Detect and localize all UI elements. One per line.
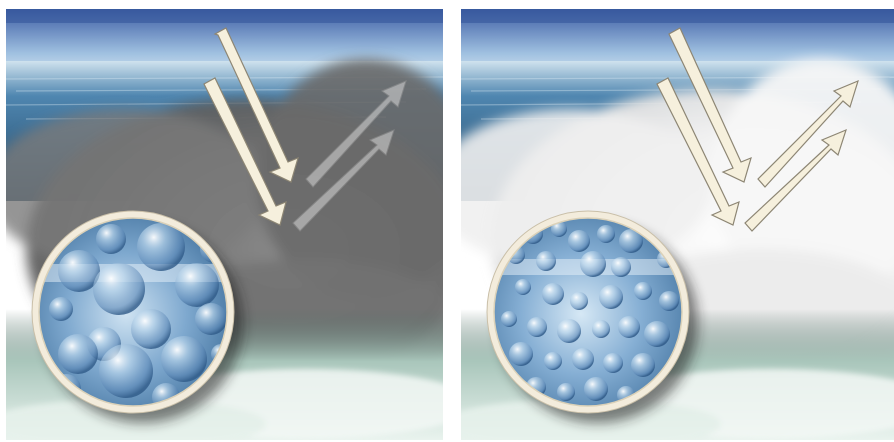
incoming-arrow-1	[668, 27, 752, 183]
panel-right	[461, 9, 894, 440]
incoming-arrows	[656, 27, 752, 226]
incoming-arrow-2	[656, 77, 740, 226]
incoming-arrows	[203, 27, 299, 226]
scene-right	[461, 9, 894, 440]
panel-left	[6, 9, 443, 440]
reflected-arrow-1	[757, 79, 859, 188]
reflected-arrow-2	[292, 129, 395, 232]
scene-left	[6, 9, 443, 440]
droplet-magnifier	[486, 210, 698, 423]
large-droplets	[49, 223, 227, 406]
incoming-arrow-1	[213, 27, 299, 183]
reflected-arrows	[744, 79, 859, 232]
incoming-arrow-2	[203, 77, 287, 226]
reflected-arrow-2	[744, 128, 847, 232]
reflected-arrows	[292, 80, 407, 232]
reflected-arrow-1	[305, 80, 407, 188]
droplet-magnifier	[31, 210, 243, 423]
